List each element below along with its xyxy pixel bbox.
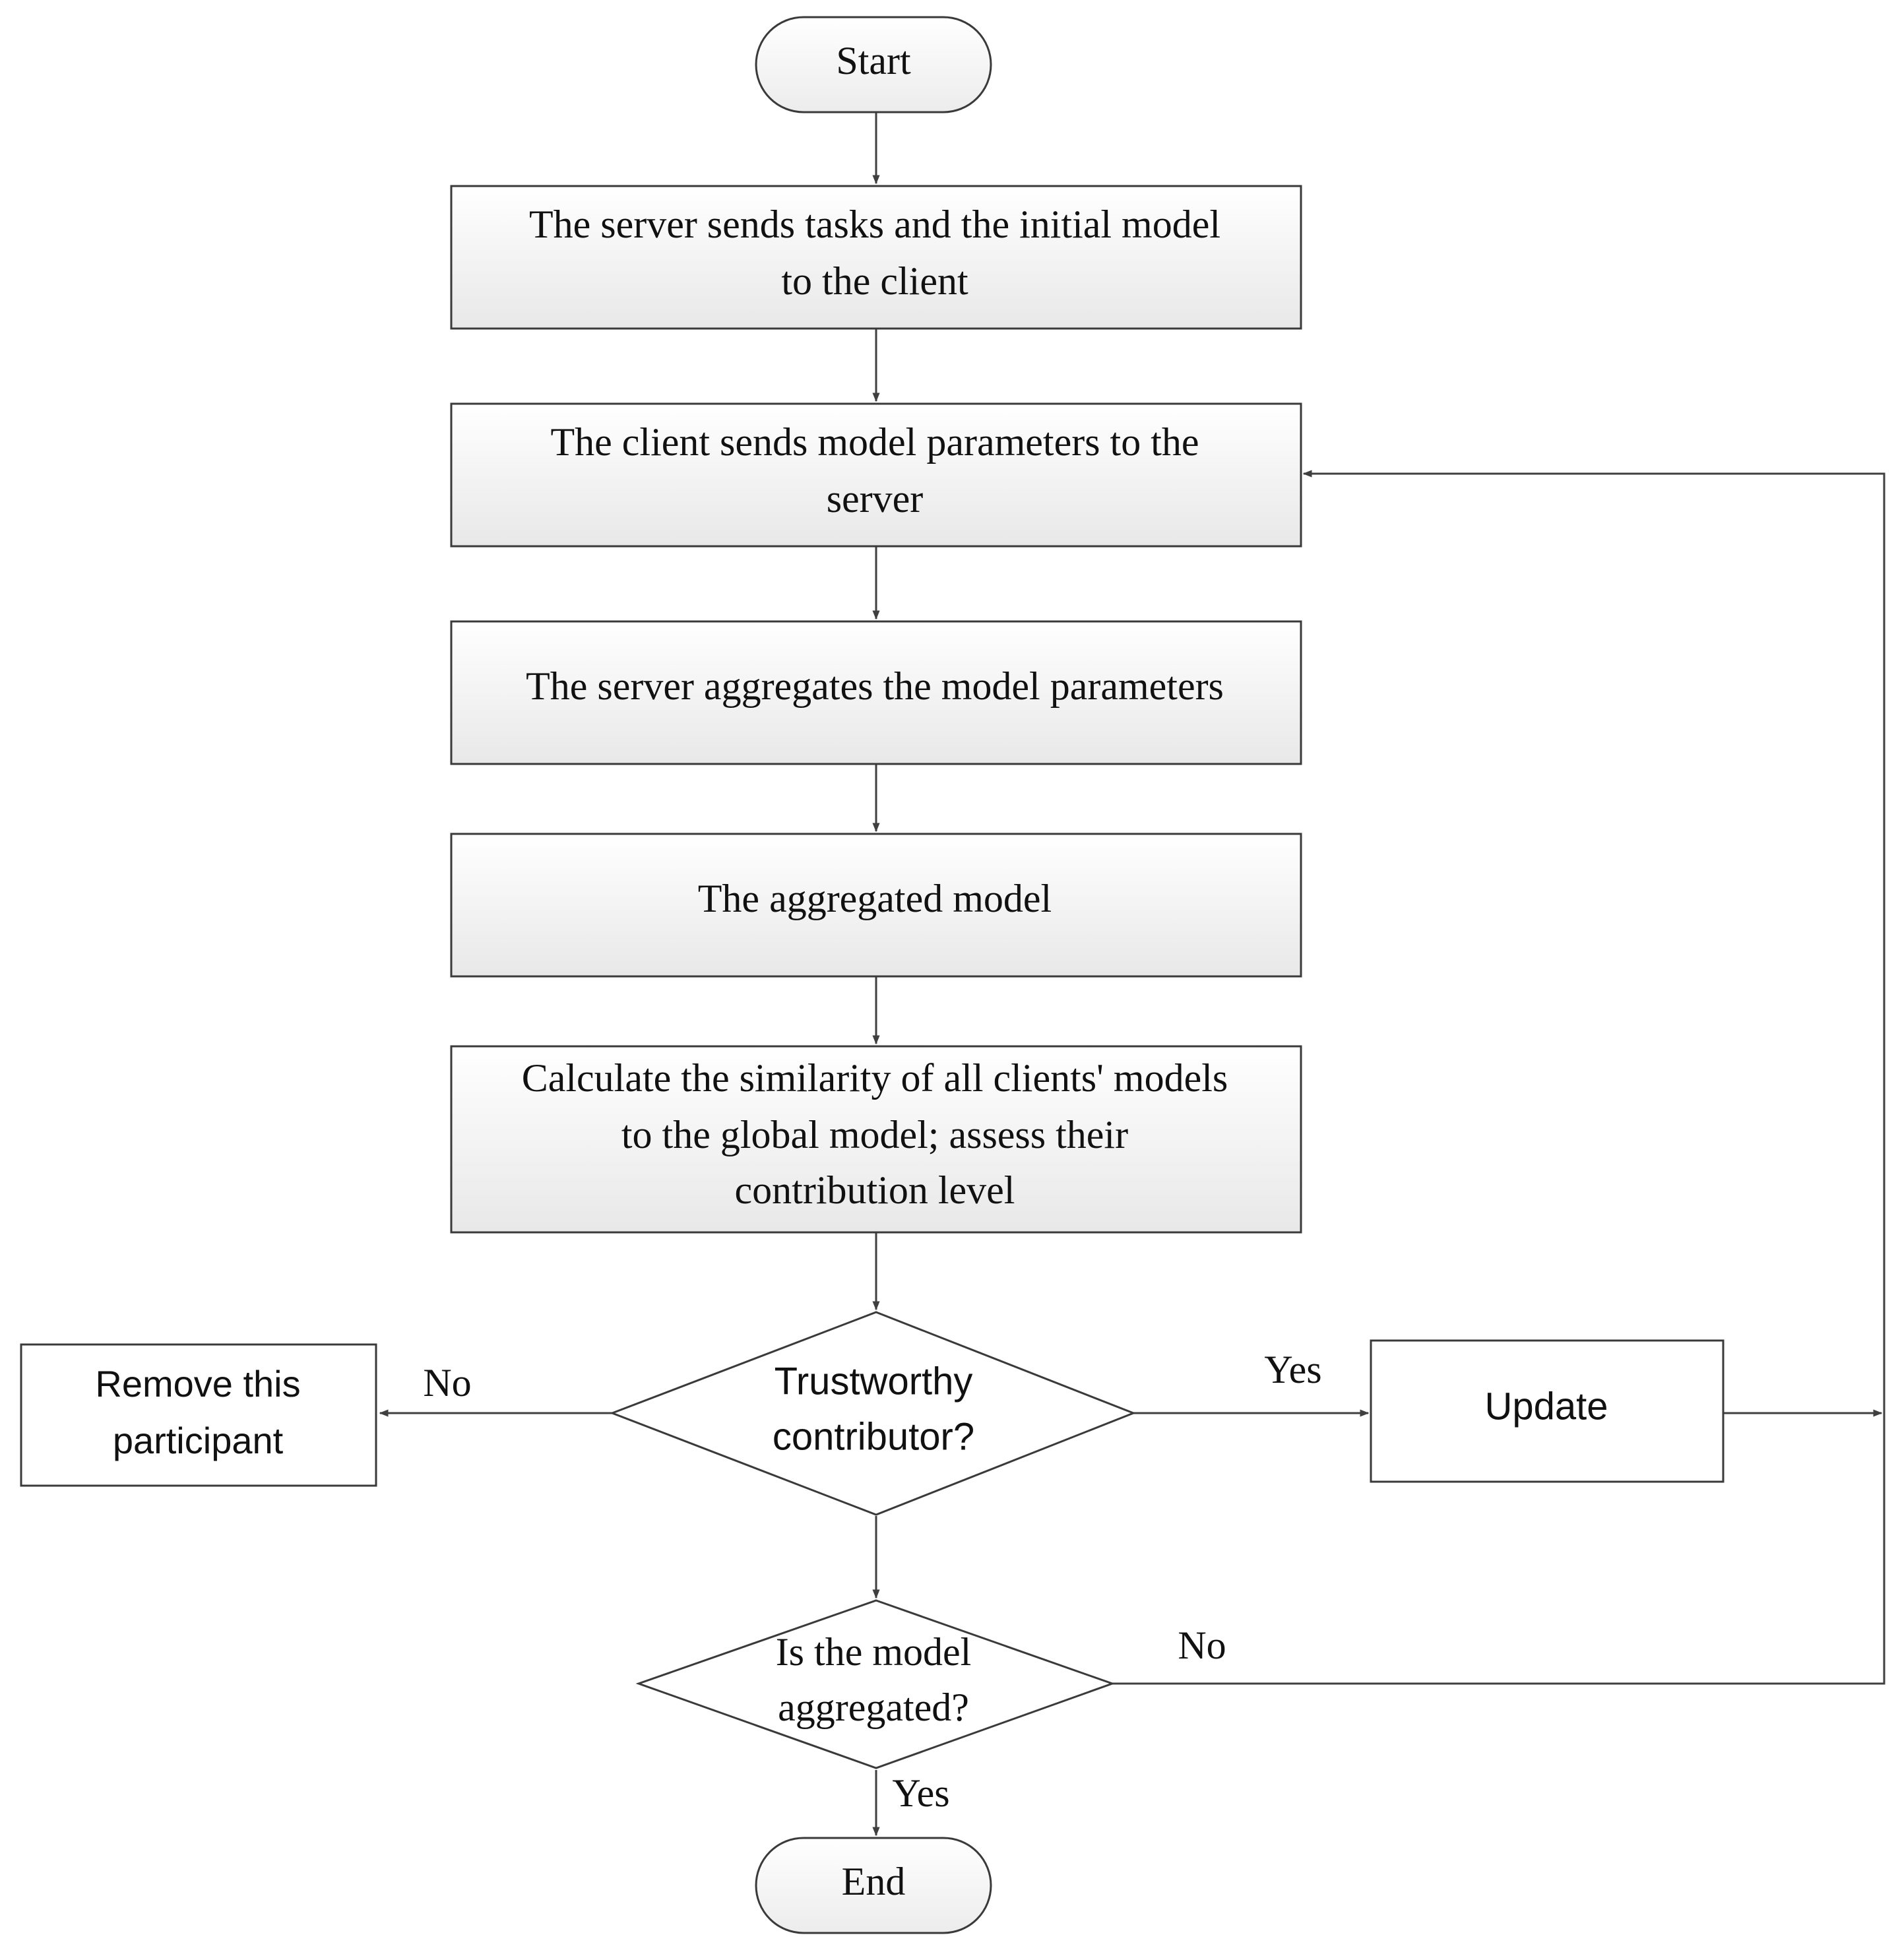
step2-line1: The client sends model parameters to the bbox=[551, 420, 1199, 464]
decision2-node: Is the model aggregated? bbox=[635, 1599, 1116, 1769]
step1-line1: The server sends tasks and the initial m… bbox=[529, 203, 1220, 246]
step4-node: The aggregated model bbox=[450, 833, 1302, 978]
remove-line1: Remove this bbox=[95, 1363, 300, 1405]
step1-node: The server sends tasks and the initial m… bbox=[450, 185, 1302, 330]
decision1-line1: Trustworthy bbox=[775, 1360, 973, 1403]
end-node: End bbox=[755, 1837, 992, 1934]
step5-line2: to the global model; assess their bbox=[621, 1113, 1128, 1156]
end-label: End bbox=[842, 1860, 906, 1903]
update-box bbox=[1370, 1339, 1725, 1483]
edge-labels: No Yes No Yes bbox=[423, 1348, 1321, 1815]
start-node: Start bbox=[755, 16, 992, 113]
remove-box bbox=[20, 1343, 377, 1487]
step2-box bbox=[450, 402, 1302, 548]
decision2-line2: aggregated? bbox=[778, 1686, 969, 1729]
end-terminator bbox=[755, 1837, 992, 1934]
decision1-line2: contributor? bbox=[773, 1415, 974, 1458]
decision1-no-label: No bbox=[423, 1361, 471, 1405]
step5-line1: Calculate the similarity of all clients'… bbox=[522, 1056, 1228, 1100]
step4-box bbox=[450, 833, 1302, 978]
step3-node: The server aggregates the model paramete… bbox=[450, 620, 1302, 765]
decision2-yes-label: Yes bbox=[892, 1771, 949, 1815]
step3-label: The server aggregates the model paramete… bbox=[526, 664, 1224, 708]
decision1-yes-label: Yes bbox=[1264, 1348, 1321, 1391]
step2-node: The client sends model parameters to the… bbox=[450, 402, 1302, 548]
step2-line2: server bbox=[827, 477, 924, 521]
step3-box bbox=[450, 620, 1302, 765]
update-label: Update bbox=[1484, 1385, 1608, 1428]
decision2-no-label: No bbox=[1178, 1624, 1226, 1667]
remove-node: Remove this participant bbox=[20, 1343, 377, 1487]
start-terminator bbox=[755, 16, 992, 113]
decision1-diamond bbox=[609, 1311, 1137, 1516]
edges bbox=[379, 112, 1885, 1837]
decision2-diamond bbox=[635, 1599, 1116, 1769]
step4-label: The aggregated model bbox=[698, 877, 1052, 920]
step5-node: Calculate the similarity of all clients'… bbox=[450, 1045, 1302, 1234]
step5-box bbox=[450, 1045, 1302, 1234]
step1-box bbox=[450, 185, 1302, 330]
step5-line3: contribution level bbox=[735, 1168, 1015, 1212]
decision1-node: Trustworthy contributor? bbox=[609, 1311, 1137, 1516]
decision2-line1: Is the model bbox=[776, 1630, 972, 1674]
step1-line2: to the client bbox=[781, 259, 968, 303]
update-node: Update bbox=[1370, 1339, 1725, 1483]
start-label: Start bbox=[836, 39, 911, 82]
remove-line2: participant bbox=[113, 1420, 284, 1461]
edge-decision2-no-loop bbox=[1112, 470, 1885, 1685]
